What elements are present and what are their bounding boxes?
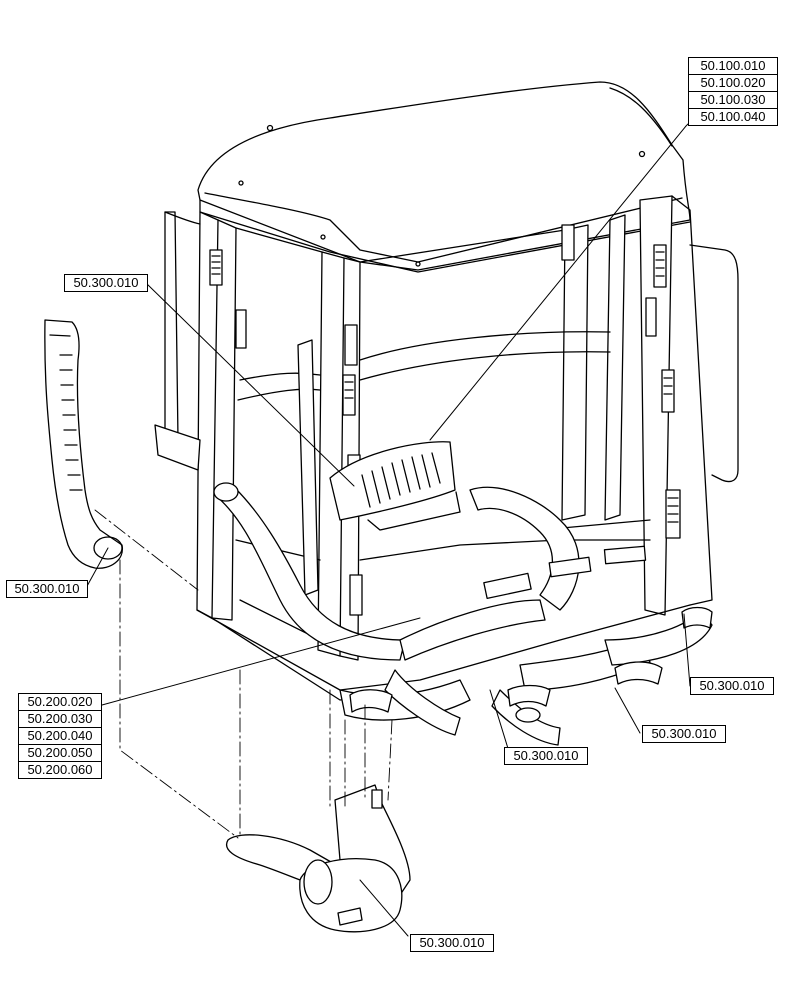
callout-label: 50.100.040 <box>688 108 778 126</box>
roof-vent-louver <box>329 441 461 531</box>
callout-group-duct: 50.200.020 50.200.030 50.200.040 50.200.… <box>18 693 102 779</box>
callout-label: 50.100.030 <box>688 91 778 109</box>
callout-label: 50.100.020 <box>688 74 778 92</box>
callout-label: 50.200.020 <box>18 693 102 711</box>
callout-group-cab: 50.100.010 50.100.020 50.100.030 50.100.… <box>688 57 778 126</box>
leader-lines <box>85 123 691 937</box>
callout-label: 50.200.040 <box>18 727 102 745</box>
callout-label-right-duct: 50.300.010 <box>690 677 774 695</box>
cab-roof <box>197 81 691 273</box>
callout-label: 50.200.030 <box>18 710 102 728</box>
callout-label-center-lower-duct: 50.300.010 <box>504 747 588 765</box>
alignment-lines <box>94 509 393 839</box>
hvac-ducts <box>213 482 713 746</box>
callout-label: 50.200.060 <box>18 761 102 779</box>
callout-label-right-lower-duct: 50.300.010 <box>642 725 726 743</box>
callout-label-left-cover: 50.300.010 <box>6 580 88 598</box>
callout-label-bottom-unit: 50.300.010 <box>410 934 494 952</box>
left-duct-cover <box>44 319 123 569</box>
vent-outlets <box>349 545 713 723</box>
callout-label-upper-left: 50.300.010 <box>64 274 148 292</box>
callout-label: 50.200.050 <box>18 744 102 762</box>
cab-frame <box>154 195 739 701</box>
callout-label: 50.100.010 <box>688 57 778 75</box>
bottom-heater-unit <box>225 784 411 933</box>
